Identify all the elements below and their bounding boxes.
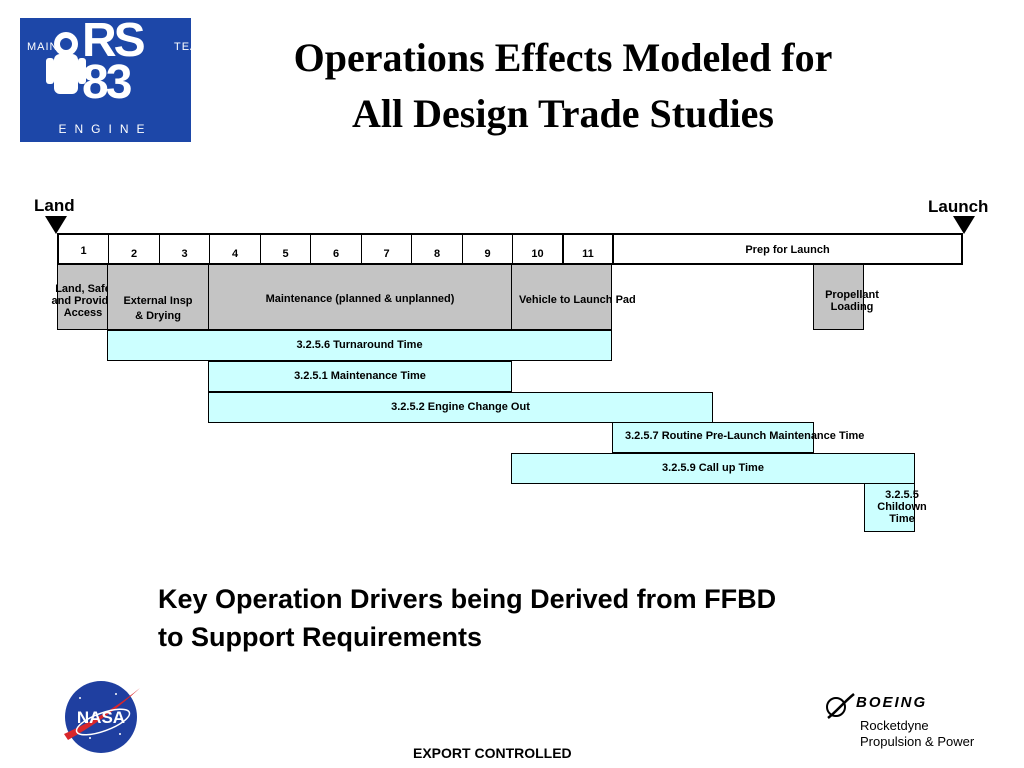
step-number-row: 1 2 3 4 5 6 7 8 9 10 11 Prep for Launch — [57, 233, 963, 265]
turnaround-time-label: 3.2.5.6 Turnaround Time — [296, 339, 423, 351]
maintenance-label: Maintenance (planned & unplanned) — [265, 293, 455, 305]
maintenance-time-bar: 3.2.5.1 Maintenance Time — [208, 361, 512, 392]
step-cell: 4 — [210, 235, 261, 263]
logo-right-text: TEAM — [174, 41, 209, 53]
call-up-time-bar: 3.2.5.9 Call up Time — [511, 453, 915, 484]
logo-rs-text: RS 83 — [82, 17, 146, 107]
turnaround-time-bar: 3.2.5.6 Turnaround Time — [107, 330, 612, 361]
key-drivers-subtitle: Key Operation Drivers being Derived from… — [158, 580, 776, 656]
engine-change-out-bar: 3.2.5.2 Engine Change Out — [208, 392, 713, 423]
launch-marker-icon — [953, 216, 975, 234]
land-marker-icon — [45, 216, 67, 234]
prep-for-launch-cell: Prep for Launch — [745, 244, 830, 256]
rocketdyne-label: Rocketdyne Propulsion & Power — [860, 718, 975, 749]
childown-time-bar — [864, 483, 915, 532]
subtitle-line-2: to Support Requirements — [158, 622, 483, 652]
childown-time-label: 3.2.5.5 Childown Time — [877, 489, 927, 525]
step-cell: 11 — [564, 235, 614, 263]
maintenance-time-label: 3.2.5.1 Maintenance Time — [294, 370, 426, 382]
step-cell: 3 — [160, 235, 210, 263]
vehicle-to-pad-box — [511, 264, 612, 330]
step-cell: 10 — [513, 235, 564, 263]
pre-launch-maintenance-label: 3.2.5.7 Routine Pre-Launch Maintenance T… — [625, 430, 865, 442]
land-label: Land — [34, 196, 75, 215]
pre-launch-maintenance-bar — [612, 422, 814, 453]
title-line-2: All Design Trade Studies — [352, 91, 774, 136]
propellant-loading-box — [813, 264, 864, 330]
step-cell: 1 — [59, 235, 109, 263]
step-cell: 7 — [362, 235, 412, 263]
rs83-main-engine-team-logo: MAIN TEAM RS 83 ENGINE — [20, 17, 209, 142]
call-up-time-label: 3.2.5.9 Call up Time — [662, 462, 764, 474]
subtitle-line-1: Key Operation Drivers being Derived from… — [158, 584, 777, 614]
land-safe-access-box — [57, 264, 108, 330]
boeing-symbol-icon — [826, 693, 855, 719]
step-cell: 5 — [261, 235, 311, 263]
step-cell: 9 — [463, 235, 513, 263]
logo-left-text: MAIN — [27, 41, 59, 53]
nasa-logo-text: NASA — [77, 708, 125, 727]
nasa-logo: NASA — [64, 681, 140, 753]
title-line-1: Operations Effects Modeled for — [293, 35, 833, 80]
step-cell: 6 — [311, 235, 362, 263]
propellant-loading-label: Propellant Loading — [825, 289, 879, 313]
external-inspection-box — [107, 264, 209, 330]
logo-big-top: RS — [82, 14, 146, 67]
step-cell: 8 — [412, 235, 463, 263]
maintenance-box: Maintenance (planned & unplanned) — [208, 264, 512, 330]
launch-label: Launch — [928, 197, 989, 216]
vehicle-to-pad-label: Vehicle to Launch Pad — [519, 294, 636, 306]
export-controlled-notice: EXPORT CONTROLLED — [413, 745, 572, 761]
page-title: Operations Effects Modeled for All Desig… — [200, 30, 926, 142]
external-inspection-label: External Insp & Drying — [123, 295, 193, 322]
step-cell: 2 — [109, 235, 160, 263]
astronaut-emblem-icon — [46, 32, 86, 94]
boeing-wordmark: BOEING — [856, 694, 928, 711]
logo-big-bottom: 83 — [82, 56, 132, 109]
land-safe-access-label: Land, Safe and Provide Access — [51, 283, 115, 319]
engine-change-out-label: 3.2.5.2 Engine Change Out — [391, 401, 530, 413]
logo-bottom-text: ENGINE — [58, 122, 153, 136]
